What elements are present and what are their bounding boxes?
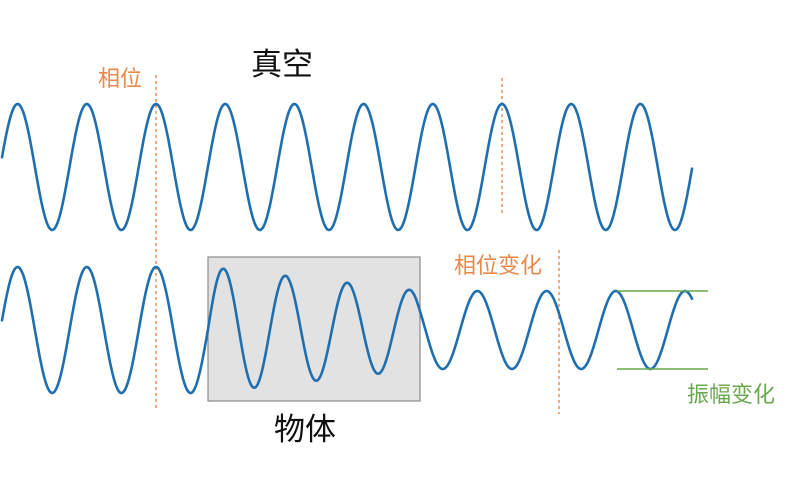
vacuum-wave xyxy=(0,102,694,232)
object-wave xyxy=(0,265,694,395)
object-label: 物体 xyxy=(274,412,336,448)
phase-change-label: 相位变化 xyxy=(454,254,542,279)
amplitude-change-label: 振幅变化 xyxy=(687,383,775,408)
phase-label: 相位 xyxy=(98,67,142,92)
object-box xyxy=(207,256,421,402)
vacuum-label: 真空 xyxy=(251,47,313,83)
